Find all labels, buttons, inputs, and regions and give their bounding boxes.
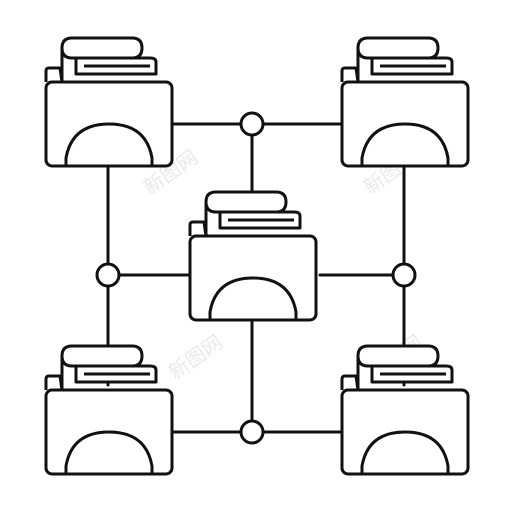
folder-arch: [208, 276, 298, 320]
folder-center: [188, 190, 318, 322]
document-sheet: [356, 36, 440, 94]
folder-tab: [188, 220, 208, 237]
folder-top-right: [340, 36, 470, 168]
junction-node: [239, 419, 265, 445]
folder-top-left: [44, 36, 174, 168]
document-curl: [60, 47, 76, 60]
folder-arch: [64, 430, 154, 474]
document-sheet: [60, 36, 144, 94]
folder-tab: [44, 374, 64, 391]
document-sheet: [60, 344, 144, 402]
folder-arch: [64, 122, 154, 166]
document-curl: [204, 201, 220, 214]
junction-node: [391, 262, 417, 288]
folder-bottom-left: [44, 344, 174, 476]
document-curl: [356, 47, 372, 60]
junction-node: [239, 111, 265, 137]
folder-tab: [44, 66, 64, 83]
folder-tab: [340, 374, 360, 391]
junction-node: [95, 262, 121, 288]
watermark-text: 新图网: [164, 330, 227, 384]
document-curl: [356, 355, 372, 368]
document-sheet: [204, 190, 288, 248]
folder-group: [44, 36, 470, 476]
folder-tab: [340, 66, 360, 83]
document-sheet: [356, 344, 440, 402]
folder-arch: [360, 122, 450, 166]
folder-arch: [360, 430, 450, 474]
folder-bottom-right: [340, 344, 470, 476]
junction-node-group: [95, 111, 417, 445]
document-curl: [60, 355, 76, 368]
